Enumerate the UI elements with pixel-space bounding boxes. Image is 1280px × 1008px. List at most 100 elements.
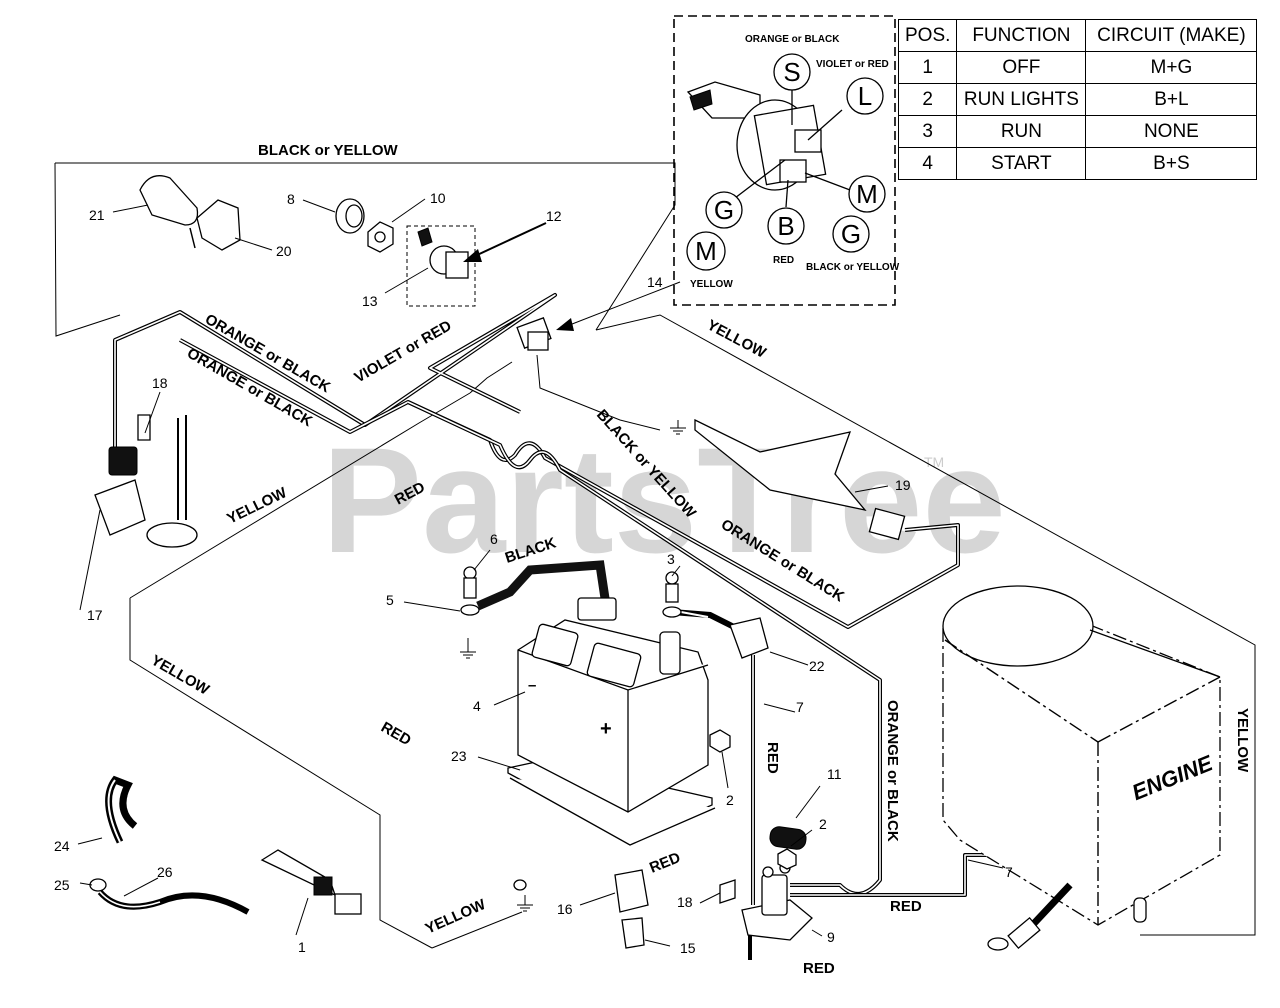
bracket-17 xyxy=(94,414,198,548)
key-switch-part xyxy=(406,225,476,307)
g-wire-label: BLACK or YELLOW xyxy=(806,262,900,273)
callout-12: 12 xyxy=(546,208,562,224)
terminal-m-right: M xyxy=(856,179,878,209)
callout-8: 8 xyxy=(287,191,295,207)
callout-22: 22 xyxy=(809,658,825,674)
table-header-row: POS. FUNCTION CIRCUIT (MAKE) xyxy=(897,19,1258,52)
callout-arrows xyxy=(463,222,574,331)
small-parts xyxy=(614,826,807,949)
callout-numbers: 1 2 2 3 4 5 6 7 7 8 9 10 11 12 13 14 15 … xyxy=(54,190,1013,956)
label-black-or-yellow-top: BLACK or YELLOW xyxy=(258,142,399,159)
callout-5: 5 xyxy=(386,592,394,608)
label-red-solenoid: RED xyxy=(890,898,922,915)
harness-outline xyxy=(54,162,1256,949)
cell-circuit: M+G xyxy=(1085,51,1258,84)
battery-hardware xyxy=(460,566,769,753)
cell-pos: 2 xyxy=(897,83,958,116)
callout-7b: 7 xyxy=(1005,864,1013,880)
terminal-b: B xyxy=(777,211,794,241)
callout-6: 6 xyxy=(490,531,498,547)
cell-circuit: B+S xyxy=(1085,147,1258,180)
callout-11: 11 xyxy=(827,766,842,782)
cell-function: OFF xyxy=(956,51,1087,84)
cell-function: RUN xyxy=(956,115,1087,148)
callout-24: 24 xyxy=(54,838,70,854)
callout-1: 1 xyxy=(298,939,306,955)
callout-19: 19 xyxy=(895,477,911,493)
header-pos: POS. xyxy=(897,19,958,52)
ignition-switch-detail: S L M G B G M ORANGE or BLACK VIOLET or … xyxy=(673,15,900,306)
battery: – + xyxy=(517,597,709,813)
cell-pos: 3 xyxy=(897,115,958,148)
cell-pos: 4 xyxy=(897,147,958,180)
label-red-left: RED xyxy=(378,719,414,750)
m-wire-label: YELLOW xyxy=(690,279,733,290)
callout-20: 20 xyxy=(276,243,292,259)
cell-circuit: B+L xyxy=(1085,83,1258,116)
callout-leaders xyxy=(77,198,1004,947)
table-row: 3 RUN NONE xyxy=(897,115,1258,148)
table-row: 2 RUN LIGHTS B+L xyxy=(897,83,1258,116)
watermark-trademark: TM xyxy=(924,454,944,470)
cell-circuit: NONE xyxy=(1085,115,1258,148)
connector-14 xyxy=(516,317,552,351)
terminal-g-right: G xyxy=(841,219,861,249)
bushing-and-nut xyxy=(335,198,394,253)
battery-negative-mark: – xyxy=(528,677,536,694)
l-wire-label: VIOLET or RED xyxy=(816,59,889,70)
terminal-m-left: M xyxy=(695,236,717,266)
cell-function: START xyxy=(956,147,1087,180)
callout-23: 23 xyxy=(451,748,467,764)
label-orange-or-black-2: ORANGE or BLACK xyxy=(184,345,315,431)
callout-26: 26 xyxy=(157,864,173,880)
misc-cables xyxy=(89,775,527,915)
s-wire-label: ORANGE or BLACK xyxy=(745,34,840,45)
header-circuit: CIRCUIT (MAKE) xyxy=(1085,19,1258,52)
callout-18b: 18 xyxy=(677,894,693,910)
callout-18a: 18 xyxy=(152,375,168,391)
watermark: PartsTree xyxy=(322,416,1006,584)
header-function: FUNCTION xyxy=(956,19,1087,52)
callout-17: 17 xyxy=(87,607,103,623)
label-red-bottom-center: RED xyxy=(647,849,683,877)
label-yellow-left: YELLOW xyxy=(148,652,213,699)
cell-pos: 1 xyxy=(897,51,958,84)
label-orange-or-black-vertical: ORANGE or BLACK xyxy=(884,700,901,842)
callout-3: 3 xyxy=(667,551,675,567)
callout-15: 15 xyxy=(680,940,696,956)
ground-symbols xyxy=(460,420,686,912)
b-wire-label: RED xyxy=(773,255,794,266)
headlight-assembly xyxy=(139,175,241,251)
label-red-vertical: RED xyxy=(764,742,781,774)
callout-2b: 2 xyxy=(819,816,827,832)
terminal-g-left: G xyxy=(714,195,734,225)
bracket-19 xyxy=(694,418,906,541)
callout-25: 25 xyxy=(54,877,70,893)
engine-block: ENGINE xyxy=(942,585,1221,926)
callout-9: 9 xyxy=(827,929,835,945)
callout-21: 21 xyxy=(89,207,105,223)
label-red-bottom: RED xyxy=(803,960,835,977)
battery-positive-mark: + xyxy=(600,718,612,740)
main-harness-wires xyxy=(113,293,1090,960)
table-row: 1 OFF M+G xyxy=(897,51,1258,84)
callout-13: 13 xyxy=(362,293,378,309)
callout-7a: 7 xyxy=(796,699,804,715)
callout-10: 10 xyxy=(430,190,446,206)
starter-solenoid xyxy=(741,862,813,941)
terminal-l: L xyxy=(858,81,872,111)
cell-function: RUN LIGHTS xyxy=(956,83,1087,116)
engine-ground-cable xyxy=(987,882,1147,951)
switch-function-table: POS. FUNCTION CIRCUIT (MAKE) 1 OFF M+G 2… xyxy=(897,19,1258,180)
label-orange-or-black-1: ORANGE or BLACK xyxy=(202,311,333,397)
callout-14: 14 xyxy=(647,274,663,290)
label-yellow-top-right: YELLOW xyxy=(704,317,769,363)
terminal-s: S xyxy=(783,57,800,87)
label-yellow-bottom: YELLOW xyxy=(423,896,489,938)
table-row: 4 START B+S xyxy=(897,147,1258,180)
callout-16: 16 xyxy=(557,901,573,917)
label-yellow-right-vertical: YELLOW xyxy=(1234,708,1251,773)
callout-2a: 2 xyxy=(726,792,734,808)
callout-4: 4 xyxy=(473,698,481,714)
